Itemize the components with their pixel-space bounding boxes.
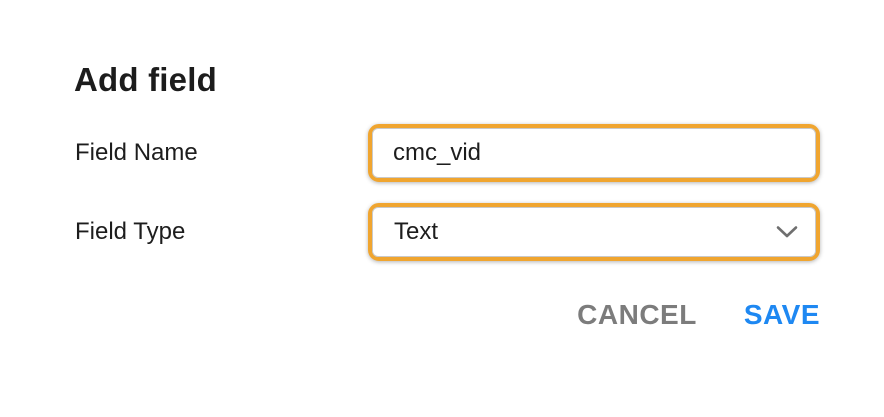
field-type-highlight-ring: Text	[368, 203, 820, 261]
field-name-label: Field Name	[75, 139, 198, 166]
field-name-highlight-ring	[368, 124, 820, 182]
chevron-down-icon	[776, 226, 798, 238]
save-button[interactable]: SAVE	[743, 299, 820, 330]
field-name-row: Field Name	[75, 124, 820, 182]
field-type-row: Field Type Text	[75, 203, 820, 261]
cancel-button[interactable]: CANCEL	[577, 299, 697, 330]
field-type-label: Field Type	[75, 218, 186, 245]
dialog-title: Add field	[74, 61, 217, 98]
field-type-select[interactable]: Text	[372, 207, 816, 257]
field-name-input[interactable]	[372, 128, 816, 178]
field-type-selected-value: Text	[394, 218, 439, 245]
dialog-action-bar: CANCEL SAVE	[577, 299, 820, 331]
